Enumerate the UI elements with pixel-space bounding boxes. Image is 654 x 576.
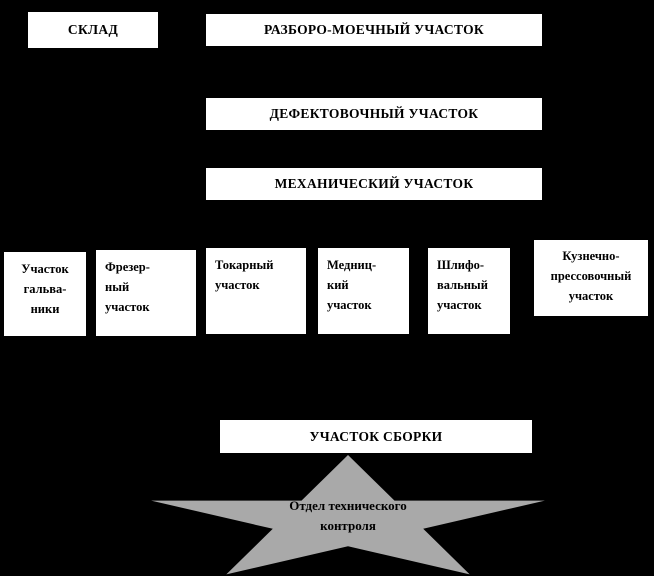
- node-galvanics-section: Участок гальва- ники: [4, 252, 86, 336]
- node-grinding-section: Шлифо- вальный участок: [428, 248, 510, 334]
- node-defect-inspection-section: ДЕФЕКТОВОЧНЫЙ УЧАСТОК: [206, 98, 542, 130]
- node-turning-section: Токарный участок: [206, 248, 306, 334]
- node-coppersmith-section: Медниц- кий участок: [318, 248, 409, 334]
- node-milling-section: Фрезер- ный участок: [96, 250, 196, 336]
- node-mechanical-section: МЕХАНИЧЕСКИЙ УЧАСТОК: [206, 168, 542, 200]
- node-forge-pressing-section: Кузнечно- прессовочный участок: [534, 240, 648, 316]
- node-assembly-section: УЧАСТОК СБОРКИ: [220, 420, 532, 453]
- node-technical-control-department: Отдел технического контроля: [289, 498, 407, 534]
- node-disassembly-washing-section: РАЗБОРО-МОЕЧНЫЙ УЧАСТОК: [206, 14, 542, 46]
- star-icon: [151, 455, 545, 575]
- node-warehouse: СКЛАД: [28, 12, 158, 48]
